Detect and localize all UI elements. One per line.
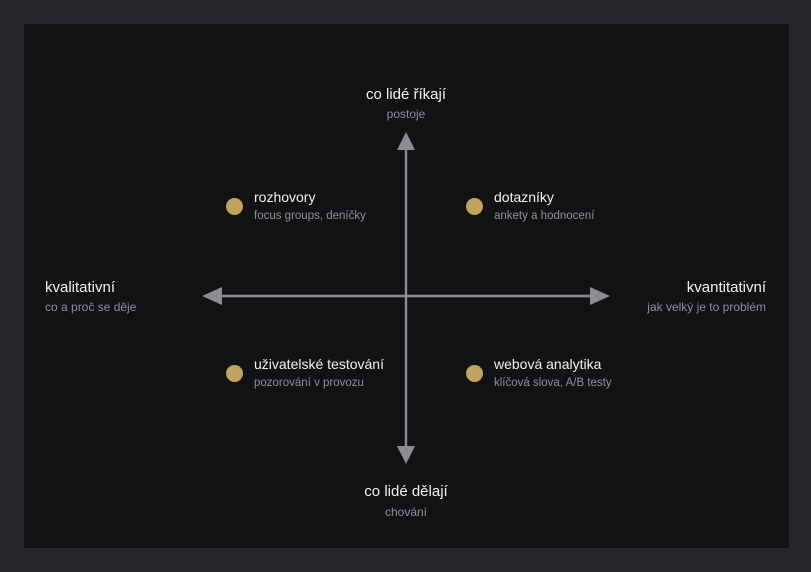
item-dot (226, 365, 243, 382)
arrow-up-icon (397, 132, 415, 150)
axis-right-subtitle: jak velký je to problém (647, 300, 766, 314)
item-title: rozhovory (254, 189, 316, 205)
item-subtitle: focus groups, deníčky (254, 210, 366, 222)
axis-top-title: co lidé říkají (365, 86, 447, 103)
item-subtitle: ankety a hodnocení (494, 210, 595, 222)
axis-top-subtitle: postoje (386, 107, 426, 121)
quadrant-diagram-panel: co lidé říkají postoje co lidé dělají ch… (24, 24, 789, 548)
axis-left-subtitle: co a proč se děje (45, 300, 137, 314)
axis-bottom-subtitle: chování (384, 505, 428, 519)
axis-bottom-title: co lidé dělají (364, 483, 448, 500)
item-subtitle: klíčová slova, A/B testy (494, 377, 612, 389)
item-dot (466, 365, 483, 382)
item-title: dotazníky (494, 189, 554, 205)
arrow-down-icon (397, 446, 415, 464)
item-subtitle: pozorování v provozu (254, 377, 364, 389)
arrow-right-icon (590, 287, 610, 305)
axis-left-title: kvalitativní (45, 279, 116, 296)
item-dot (226, 198, 243, 215)
axis-right-title: kvantitativní (686, 279, 766, 296)
item-title: webová analytika (494, 356, 602, 372)
item-dot (466, 198, 483, 215)
item-title: uživatelské testování (254, 356, 384, 372)
arrow-left-icon (202, 287, 222, 305)
axes (202, 132, 610, 464)
